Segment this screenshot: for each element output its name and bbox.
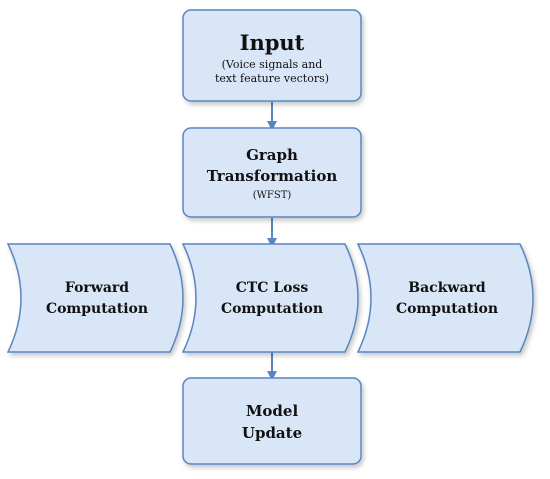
- backward-line1: Backward: [408, 280, 486, 296]
- graph-transformation-box-shape: [182, 127, 362, 218]
- model-line2: Update: [242, 424, 302, 442]
- input-box-shape: [182, 9, 362, 102]
- forward-computation-shape: [6, 243, 184, 353]
- model-update-box: Model Update: [182, 377, 362, 465]
- input-box: Input (Voice signals and text feature ve…: [182, 9, 362, 102]
- input-subtitle-line1: (Voice signals and: [222, 58, 323, 71]
- input-title: Input: [240, 30, 305, 55]
- graph-title-line2: Transformation: [207, 167, 338, 185]
- backward-computation-shape: [356, 243, 534, 353]
- backward-computation-box: Backward Computation: [356, 243, 534, 353]
- forward-line2: Computation: [46, 301, 148, 317]
- graph-subtitle: (WFST): [253, 190, 292, 201]
- model-update-box-shape: [182, 377, 362, 465]
- ctc-loss-computation-shape: [181, 243, 359, 353]
- backward-line2: Computation: [396, 301, 498, 317]
- graph-title-line1: Graph: [246, 146, 298, 164]
- model-line1: Model: [246, 402, 299, 420]
- ctc-line2: Computation: [221, 301, 323, 317]
- input-subtitle-line2: text feature vectors): [215, 72, 329, 85]
- ctc-line1: CTC Loss: [236, 280, 309, 296]
- ctc-loss-computation-box: CTC Loss Computation: [181, 243, 359, 353]
- graph-transformation-box: Graph Transformation (WFST): [182, 127, 362, 218]
- forward-computation-box: Forward Computation: [6, 243, 184, 353]
- forward-line1: Forward: [65, 280, 129, 296]
